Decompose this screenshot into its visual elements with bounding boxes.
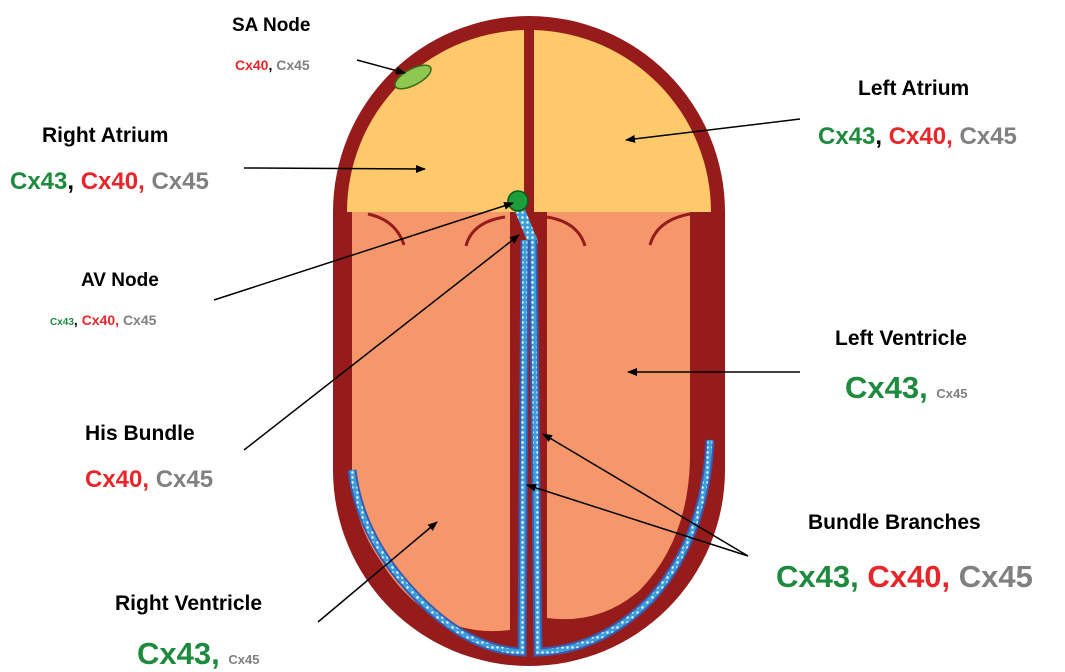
his-bundle-title: His Bundle	[85, 422, 195, 446]
av-node	[508, 191, 528, 211]
right-atrium-connexins: Cx43, Cx40, Cx45	[10, 168, 209, 196]
left-atrium-connexins: Cx43, Cx40, Cx45	[818, 123, 1017, 151]
his-bundle-connexins: Cx40, Cx45	[85, 466, 213, 494]
cx45-label: Cx45	[936, 386, 967, 401]
right-atrium-title: Right Atrium	[42, 124, 168, 148]
av-node-connexins: Cx43, Cx40, Cx45	[50, 312, 156, 328]
bundle-branches-title: Bundle Branches	[808, 511, 981, 535]
sa-node-title: SA Node	[232, 15, 310, 37]
cx43-label: Cx43	[845, 370, 919, 405]
left-ventricle-connexins: Cx43, Cx45	[845, 370, 967, 406]
cx43-label: Cx43	[776, 559, 850, 594]
av-node-title: AV Node	[81, 270, 159, 292]
cx40-label: Cx40	[85, 466, 142, 493]
bundle-branches-connexins: Cx43, Cx40, Cx45	[776, 559, 1033, 595]
sa-node-connexins: Cx40, Cx45	[235, 57, 310, 73]
cx43-label: Cx43	[137, 636, 211, 671]
cx45-label: Cx45	[959, 559, 1033, 594]
cx45-label: Cx45	[959, 123, 1016, 150]
left-atrium-title: Left Atrium	[858, 77, 969, 101]
cx43-label: Cx43	[50, 317, 74, 328]
cx40-label: Cx40	[82, 312, 115, 328]
left-ventricle-title: Left Ventricle	[835, 327, 967, 351]
cx40-label: Cx40	[889, 123, 946, 150]
cx43-label: Cx43	[818, 123, 875, 150]
right-atrium-chamber	[347, 30, 524, 212]
left-atrium-chamber	[534, 30, 711, 212]
cx40-label: Cx40	[81, 168, 138, 195]
cx45-label: Cx45	[228, 652, 259, 667]
cx40-label: Cx40	[235, 57, 268, 73]
cx45-label: Cx45	[276, 57, 309, 73]
cx43-label: Cx43	[10, 168, 67, 195]
cx40-label: Cx40	[867, 559, 941, 594]
cx45-label: Cx45	[151, 168, 208, 195]
cx45-label: Cx45	[156, 466, 213, 493]
right-ventricle-title: Right Ventricle	[115, 592, 262, 616]
right-ventricle-connexins: Cx43, Cx45	[137, 636, 259, 672]
cx45-label: Cx45	[123, 312, 156, 328]
